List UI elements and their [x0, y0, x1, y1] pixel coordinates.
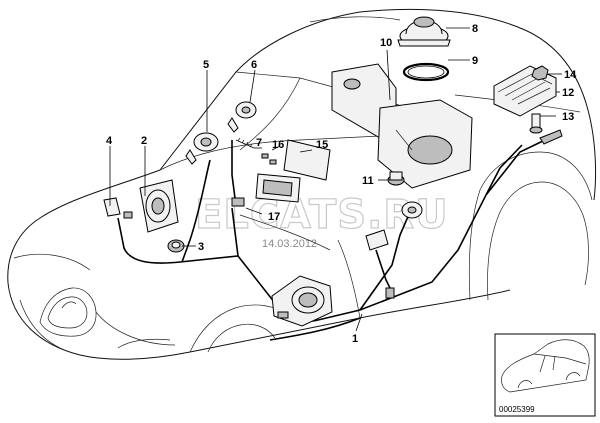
- callout-13: 13: [562, 111, 574, 123]
- callout-16: 16: [272, 139, 284, 151]
- speaker-ring: [402, 62, 450, 82]
- cover-panel: [283, 139, 331, 181]
- bolt: [529, 113, 543, 134]
- tweeter-rear: [227, 101, 257, 133]
- equipment-holder: [231, 173, 301, 207]
- nut: [531, 65, 549, 81]
- callout-5: 5: [203, 59, 209, 71]
- rear-speaker: [397, 16, 451, 47]
- callout-1: 1: [352, 333, 358, 345]
- screw: [235, 137, 255, 149]
- connectors: [277, 129, 563, 319]
- subwoofer-enclosure: [331, 63, 473, 189]
- tweeter-mid: [185, 132, 219, 165]
- inset-reference-number: 00025399: [499, 405, 535, 414]
- clip-pair: [261, 153, 277, 165]
- callout-14: 14: [564, 69, 577, 81]
- grommet-large: [387, 171, 405, 186]
- callout-4: 4: [106, 135, 113, 147]
- callout-10: 10: [380, 37, 392, 49]
- callout-15: 15: [316, 139, 328, 151]
- callout-17: 17: [268, 211, 280, 223]
- callout-numbers: 1 2 3 4 5 6 7 8 9 10 11 12 13 14 15 16 1…: [106, 23, 577, 345]
- watermark-date: 14.03.2012: [262, 238, 317, 250]
- inset-thumbnail: 00025399: [494, 333, 596, 417]
- callout-8: 8: [472, 23, 478, 35]
- callout-2: 2: [141, 135, 147, 147]
- callout-11: 11: [362, 175, 374, 187]
- speaker-door-front: [139, 179, 179, 233]
- tweeter-left: [103, 197, 133, 219]
- callout-12: 12: [562, 87, 574, 99]
- callout-6: 6: [251, 59, 257, 71]
- callout-3: 3: [198, 241, 204, 253]
- grommet-small: [167, 239, 185, 253]
- callout-7: 7: [256, 137, 262, 149]
- callout-9: 9: [472, 55, 478, 67]
- leader-lines: [109, 27, 562, 332]
